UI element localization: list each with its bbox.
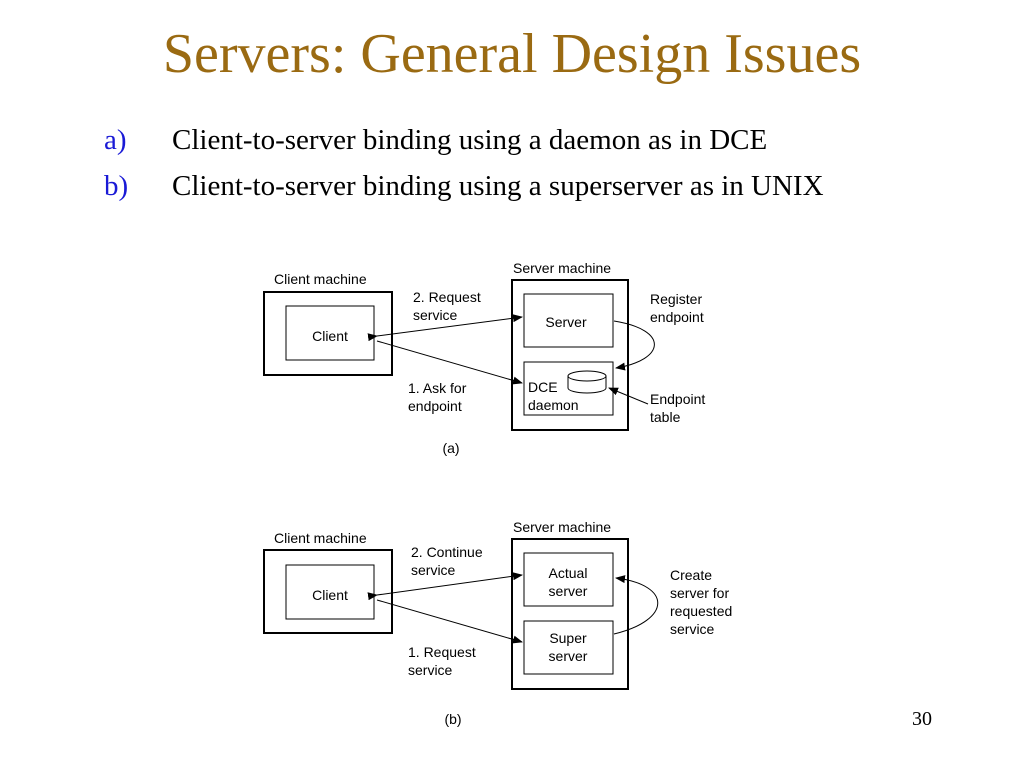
request-service-arrow bbox=[367, 314, 523, 342]
bullet-text: Client-to-server binding using a daemon … bbox=[172, 124, 768, 156]
ask-endpoint-arrow bbox=[376, 340, 523, 385]
bullet-marker: b) bbox=[104, 170, 129, 202]
create-server-label: Create bbox=[670, 567, 712, 583]
register-endpoint-label-2: endpoint bbox=[650, 309, 704, 325]
request-service-label: 1. Request bbox=[408, 644, 476, 660]
client-machine-label: Client machine bbox=[274, 530, 367, 546]
request-service-arrow bbox=[376, 599, 523, 644]
continue-service-label: 2. Continue bbox=[411, 544, 483, 560]
server-machine-box bbox=[511, 279, 629, 431]
slide-title: Servers: General Design Issues bbox=[162, 23, 862, 85]
server-machine-box bbox=[511, 538, 629, 690]
caption-a: (a) bbox=[442, 440, 459, 456]
bullet-item: a) Client-to-server binding using a daem… bbox=[104, 124, 824, 170]
continue-service-label-2: service bbox=[411, 562, 456, 578]
super-server-box bbox=[523, 620, 614, 675]
super-server-label-2: server bbox=[549, 648, 588, 664]
actual-server-label: Actual bbox=[549, 565, 588, 581]
ask-endpoint-label-2: endpoint bbox=[408, 398, 462, 414]
server-machine-label: Server machine bbox=[513, 519, 611, 535]
request-service-label-2: service bbox=[408, 662, 453, 678]
server-machine-label: Server machine bbox=[513, 260, 611, 276]
bullet-item: b) Client-to-server binding using a supe… bbox=[104, 170, 824, 216]
request-service-label-2: service bbox=[413, 307, 458, 323]
caption-b: (b) bbox=[444, 711, 461, 727]
super-server-label: Super bbox=[549, 630, 587, 646]
endpoint-table-icon bbox=[567, 370, 607, 394]
client-machine-label: Client machine bbox=[274, 271, 367, 287]
client-label: Client bbox=[312, 328, 348, 344]
endpoint-table-pointer bbox=[608, 387, 649, 405]
endpoint-table-label-2: table bbox=[650, 409, 681, 425]
actual-server-label-2: server bbox=[549, 583, 588, 599]
endpoint-table-label: Endpoint bbox=[650, 391, 705, 407]
actual-server-box bbox=[523, 552, 614, 607]
diagram-b: Client machine Client Server machine Act… bbox=[263, 519, 732, 727]
bullet-text: Client-to-server binding using a superse… bbox=[172, 170, 824, 202]
diagram-a: Client machine Client Server machine Ser… bbox=[263, 260, 705, 456]
client-label: Client bbox=[312, 587, 348, 603]
create-server-label-2: server for bbox=[670, 585, 729, 601]
dce-label: DCE bbox=[528, 379, 558, 395]
create-server-label-3: requested bbox=[670, 603, 732, 619]
request-service-label: 2. Request bbox=[413, 289, 481, 305]
create-server-label-4: service bbox=[670, 621, 715, 637]
register-endpoint-arrow bbox=[613, 320, 655, 371]
bullet-marker: a) bbox=[104, 124, 127, 156]
page-number: 30 bbox=[912, 708, 932, 730]
server-box bbox=[523, 293, 614, 348]
continue-service-arrow bbox=[367, 572, 523, 601]
daemon-label: daemon bbox=[528, 397, 579, 413]
create-server-arrow bbox=[613, 575, 659, 635]
server-label: Server bbox=[545, 314, 587, 330]
ask-endpoint-label: 1. Ask for bbox=[408, 380, 467, 396]
register-endpoint-label: Register bbox=[650, 291, 702, 307]
bullet-list: a) Client-to-server binding using a daem… bbox=[104, 124, 824, 216]
